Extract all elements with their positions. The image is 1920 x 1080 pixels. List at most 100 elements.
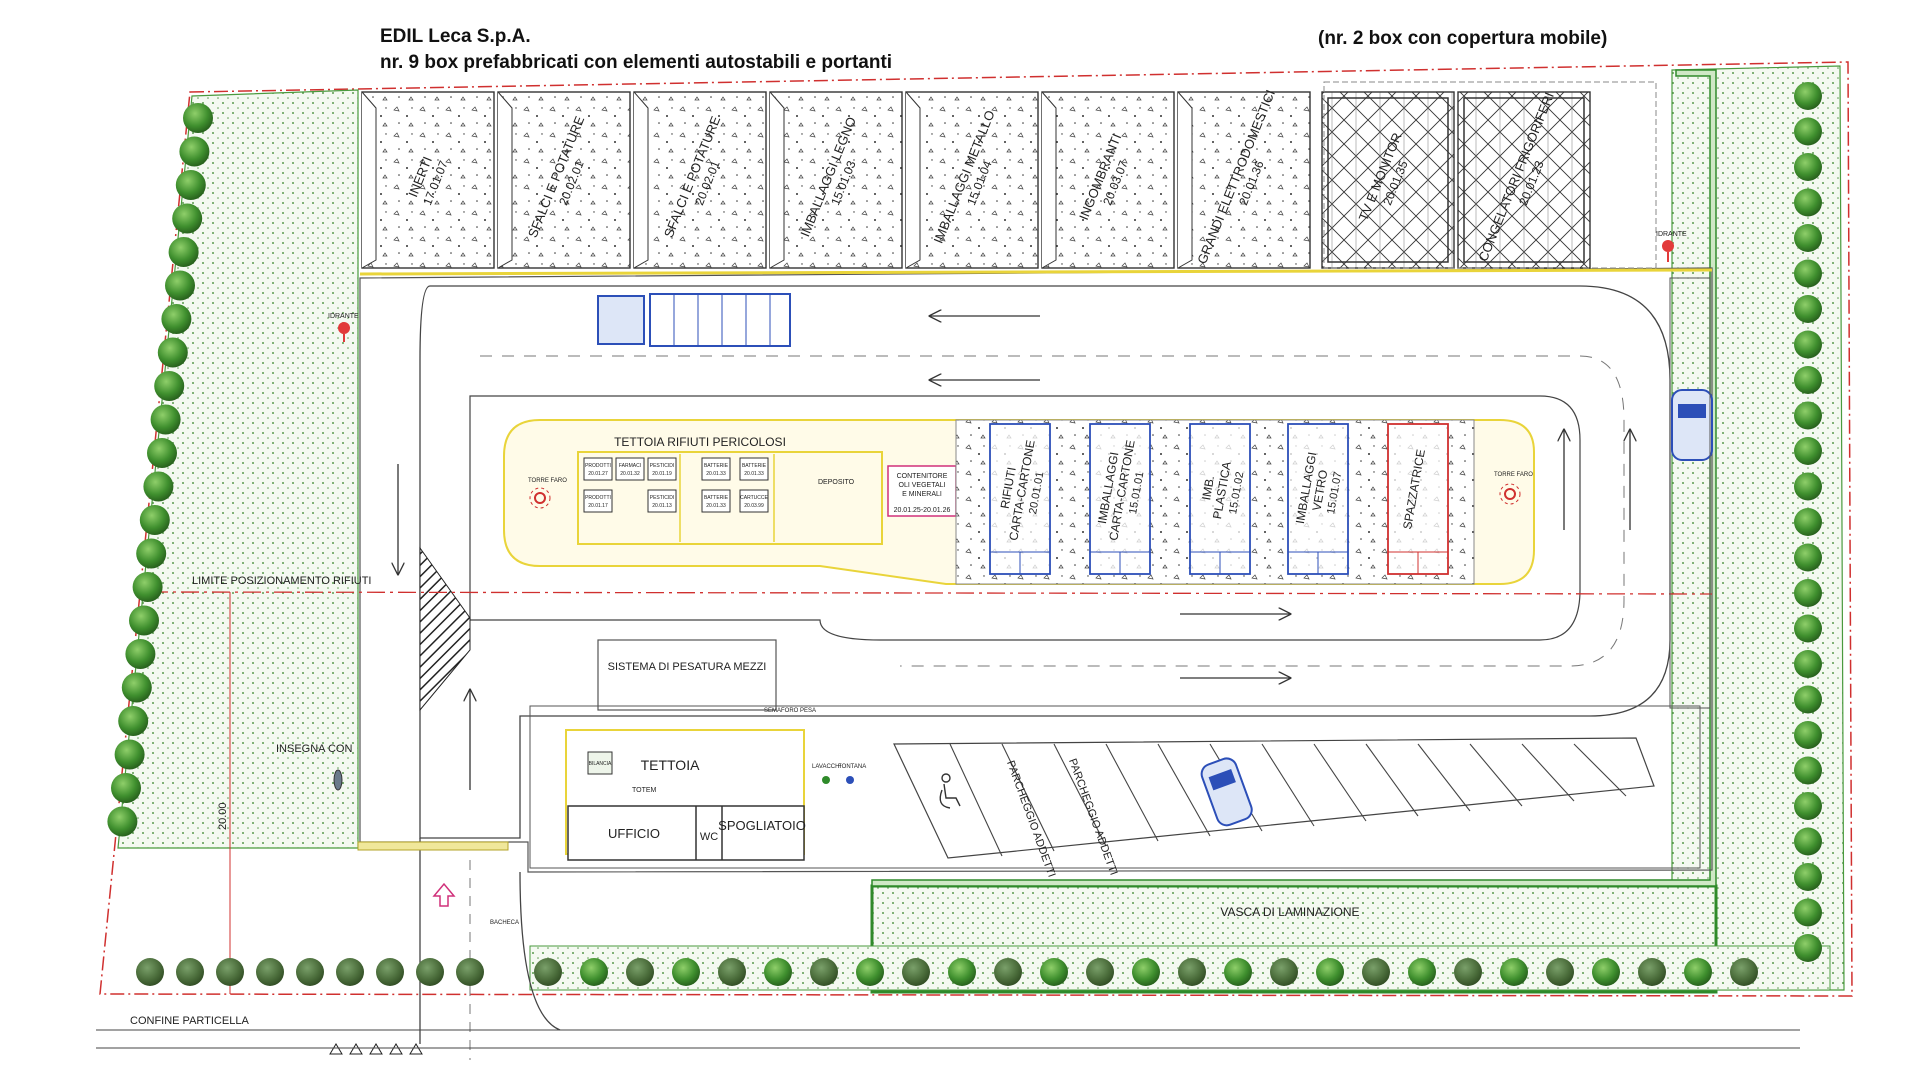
hazard-canopy <box>577 451 883 545</box>
parking-stall-line <box>1417 743 1471 812</box>
totem-label: TOTEM <box>632 787 657 794</box>
hazard-cell-label: BATTERIE <box>704 463 729 469</box>
tree <box>1794 401 1822 430</box>
site-boundary <box>99 61 1853 997</box>
hazard-cell-label: PESTICIDI <box>650 495 674 501</box>
tree <box>336 958 364 986</box>
tree <box>1794 437 1822 465</box>
bacheca-label: BACHECA <box>490 920 519 926</box>
tree <box>1040 958 1068 986</box>
gate-bar <box>357 841 509 851</box>
tree <box>157 337 188 368</box>
tree <box>1224 958 1252 986</box>
office-building <box>567 805 805 861</box>
tree <box>1794 756 1822 785</box>
hazard-cell-label: BATTERIE <box>742 463 767 469</box>
entry-arrow-pink <box>432 882 456 907</box>
tree <box>136 538 167 569</box>
tree <box>1794 508 1822 536</box>
tree <box>580 958 608 986</box>
hazard-cell-code: 20.01.17 <box>588 503 608 509</box>
tree <box>1270 958 1298 986</box>
tree <box>154 371 185 401</box>
tree <box>1592 958 1620 986</box>
sign-label: INSEGNA CON <box>276 743 352 755</box>
tree <box>125 639 156 669</box>
hazard-cell: BATTERIE 20.01.33 <box>739 457 769 481</box>
hazard-cell-label: PRODOTTI <box>585 463 611 469</box>
tree <box>1794 366 1822 394</box>
hatched-crossing <box>419 546 471 712</box>
boundary-label: CONFINE PARTICELLA <box>130 1015 249 1027</box>
hazard-cell-code: 20.01.13 <box>652 503 672 509</box>
wc-label: WC <box>700 831 718 843</box>
island-container: SPAZZATRICE <box>1387 423 1449 575</box>
boxes-front-line <box>359 268 1713 276</box>
tree <box>107 806 138 837</box>
hydrant-right-label: IDRANTE <box>1656 231 1687 238</box>
parking-lot-outline <box>893 737 1655 859</box>
hazard-cell-code: 20.01.33 <box>744 471 764 477</box>
tree <box>256 958 284 986</box>
entry-triangles <box>329 1043 423 1055</box>
tree-rows <box>107 82 1822 986</box>
lavacchi-icon <box>822 776 830 784</box>
company-title: EDIL Leca S.p.A. <box>380 26 531 47</box>
tree <box>1408 958 1436 986</box>
parking-stall-line <box>1313 743 1367 822</box>
side-parking-strip <box>1669 277 1711 709</box>
tree <box>296 958 324 986</box>
hydrant-left-icon <box>338 322 350 334</box>
parking-stall-line <box>1053 743 1107 847</box>
hazard-cell: PESTICIDI 20.01.13 <box>647 489 677 513</box>
tree <box>179 136 210 167</box>
tree <box>168 237 199 267</box>
parking-stall-line <box>949 743 1003 857</box>
tree <box>1794 721 1822 749</box>
tree <box>1794 188 1822 217</box>
tree <box>161 304 192 334</box>
parked-car <box>1200 757 1253 827</box>
container-label: IMB. <box>1199 475 1217 502</box>
deposit-label: DEPOSITO <box>818 479 855 486</box>
dimension-label: 20.00 <box>217 802 229 830</box>
tree <box>1794 117 1822 146</box>
tree <box>1454 958 1482 986</box>
tree <box>1086 958 1114 986</box>
tree <box>1794 827 1822 856</box>
tree <box>416 958 444 986</box>
tree <box>534 958 562 986</box>
parking-stall-line <box>1521 743 1575 802</box>
hazard-cells: PRODOTTI20.01.27FARMACI20.01.32PESTICIDI… <box>583 454 775 542</box>
tree <box>172 203 203 234</box>
tree <box>1794 295 1822 323</box>
loop-road-inner <box>469 395 1581 641</box>
sign-marker <box>333 769 343 791</box>
tree <box>118 706 149 736</box>
tower-right-icon <box>1499 483 1521 505</box>
parking-stall-line <box>1261 743 1315 827</box>
tree <box>764 958 792 986</box>
tree <box>1794 543 1822 572</box>
tree <box>1794 898 1822 927</box>
parking-staff-1: PARCHEGGIO ADDETTI <box>1004 759 1057 879</box>
hydrant-right-icon <box>1662 240 1674 252</box>
semaforo-label: SEMAFORO PESA <box>764 708 816 714</box>
tree <box>136 958 164 986</box>
bilancia-label: BILANCIA <box>589 761 612 767</box>
hazard-cell-code: 20.01.19 <box>652 471 672 477</box>
hazard-cell-label: CARTUCCE <box>740 495 768 501</box>
tree <box>165 270 195 301</box>
hazard-cell-label: BATTERIE <box>704 495 729 501</box>
hazard-cell-code: 20.01.33 <box>706 503 726 509</box>
hydrant-left-label: IDRANTE <box>328 313 359 320</box>
tree <box>1794 472 1822 501</box>
lavacchi-label: LAVACCHI <box>812 764 841 770</box>
tree <box>1684 958 1712 986</box>
